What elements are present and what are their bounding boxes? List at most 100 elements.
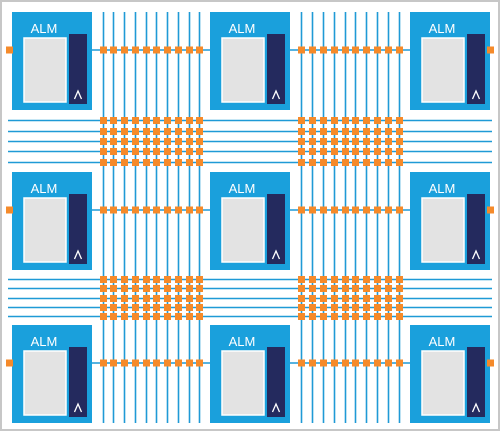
routing-switch (342, 148, 349, 155)
routing-switch (320, 295, 327, 302)
connection-switch (309, 206, 316, 214)
routing-switch (121, 295, 128, 302)
routing-switch (298, 276, 305, 283)
alm-label: ALM (31, 181, 58, 196)
routing-switch (298, 117, 305, 124)
routing-switch (143, 304, 150, 311)
routing-switch (309, 276, 316, 283)
routing-switch (100, 138, 107, 145)
routing-switch (385, 159, 392, 166)
routing-switch (153, 304, 160, 311)
routing-switch (298, 295, 305, 302)
routing-switch (100, 128, 107, 135)
routing-switch (164, 285, 171, 292)
routing-switch (100, 148, 107, 155)
connection-switch (164, 46, 171, 54)
routing-switch (175, 138, 182, 145)
routing-switch (186, 148, 193, 155)
routing-switch (196, 159, 203, 166)
clock-input-icon (471, 89, 481, 100)
connection-switch (396, 46, 403, 54)
routing-switch (110, 117, 117, 124)
connection-switch (309, 359, 316, 367)
routing-switch (164, 159, 171, 166)
flip-flop-element (267, 347, 285, 417)
routing-switch (153, 313, 160, 320)
routing-switch (385, 128, 392, 135)
routing-switch (153, 285, 160, 292)
routing-switch (164, 148, 171, 155)
connection-switch (143, 46, 150, 54)
connection-switch (143, 359, 150, 367)
routing-switch (186, 128, 193, 135)
routing-switch (374, 128, 381, 135)
routing-switch (352, 138, 359, 145)
connection-switch (132, 359, 139, 367)
routing-switch (110, 138, 117, 145)
routing-switch (132, 313, 139, 320)
routing-switch (331, 159, 338, 166)
routing-switch (143, 117, 150, 124)
routing-switch (298, 285, 305, 292)
connection-switch (196, 206, 203, 214)
connection-switch (342, 46, 349, 54)
routing-switch (153, 138, 160, 145)
routing-switch (143, 138, 150, 145)
routing-switch (363, 304, 370, 311)
edge-pin-left-row-1 (6, 46, 13, 54)
lut-element (421, 197, 465, 263)
routing-switch (331, 304, 338, 311)
routing-switch (309, 295, 316, 302)
routing-switch (196, 148, 203, 155)
edge-pin-right-row-3 (487, 359, 494, 367)
routing-switch (132, 148, 139, 155)
routing-switch (110, 313, 117, 320)
routing-switch (374, 304, 381, 311)
routing-switch (186, 159, 193, 166)
routing-switch (363, 313, 370, 320)
routing-switch (175, 159, 182, 166)
routing-switch (320, 128, 327, 135)
routing-switch (164, 138, 171, 145)
routing-switch (164, 304, 171, 311)
routing-switch (186, 313, 193, 320)
connection-switch (143, 206, 150, 214)
routing-switch (175, 304, 182, 311)
routing-switch (298, 138, 305, 145)
routing-switch (352, 285, 359, 292)
alm-r1-c2: ALM (210, 12, 290, 110)
connection-switch (153, 359, 160, 367)
routing-switch (164, 276, 171, 283)
connection-switch (396, 206, 403, 214)
routing-switch (363, 148, 370, 155)
routing-switch (352, 159, 359, 166)
connection-switch (121, 206, 128, 214)
routing-switch (100, 313, 107, 320)
routing-switch (143, 276, 150, 283)
routing-switch (143, 159, 150, 166)
routing-switch (352, 295, 359, 302)
alm-label: ALM (229, 181, 256, 196)
routing-switch (153, 295, 160, 302)
lut-element (221, 350, 265, 416)
routing-switch (396, 128, 403, 135)
routing-switch (363, 128, 370, 135)
routing-switch (342, 295, 349, 302)
clock-input-icon (271, 402, 281, 413)
connection-switch (385, 46, 392, 54)
flip-flop-element (69, 34, 87, 104)
connection-switch (153, 206, 160, 214)
routing-switch (132, 117, 139, 124)
routing-switch (175, 128, 182, 135)
flip-flop-element (267, 194, 285, 264)
routing-switch (110, 276, 117, 283)
alm-r3-c2: ALM (210, 325, 290, 423)
routing-switch (342, 313, 349, 320)
routing-switch (385, 148, 392, 155)
connection-switch (320, 206, 327, 214)
routing-switch (132, 159, 139, 166)
lut-element (23, 350, 67, 416)
connection-switch (175, 359, 182, 367)
